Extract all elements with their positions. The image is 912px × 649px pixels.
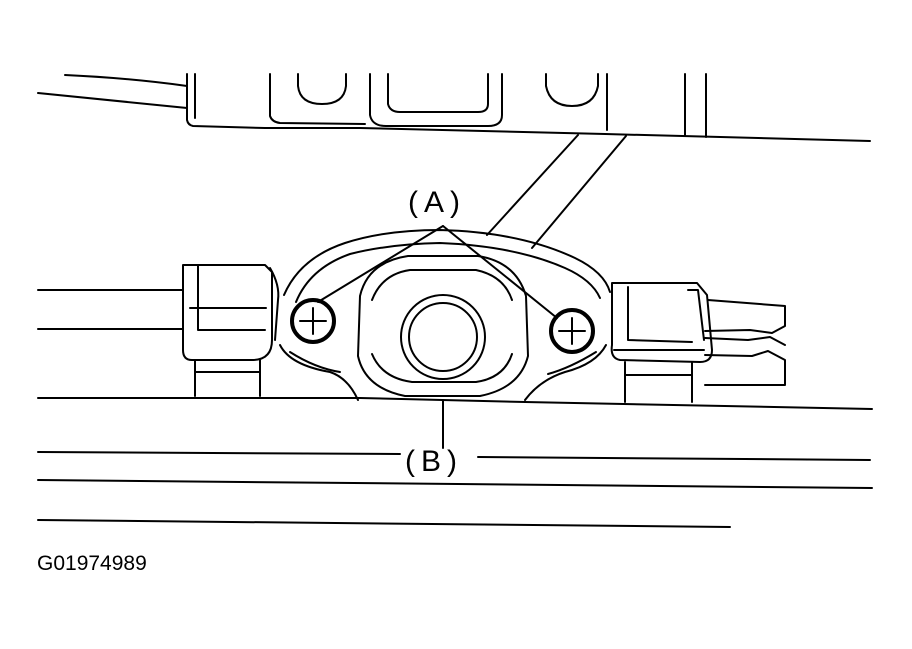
- callout-label-b: (B): [405, 445, 463, 478]
- screw-left: [290, 298, 336, 344]
- grommet: [357, 255, 529, 397]
- left-clip: [182, 264, 280, 397]
- figure-id: G01974989: [37, 552, 147, 575]
- base-lines: [37, 397, 873, 528]
- shaft-lines: [37, 289, 786, 386]
- right-clip: [610, 282, 713, 403]
- callout-leader-a: [317, 225, 558, 319]
- screw-right: [549, 308, 595, 354]
- mounting-bracket: [279, 229, 611, 401]
- diagonal-rods: [486, 134, 627, 249]
- callout-label-a: (A): [408, 186, 466, 219]
- upper-housing: [37, 73, 871, 142]
